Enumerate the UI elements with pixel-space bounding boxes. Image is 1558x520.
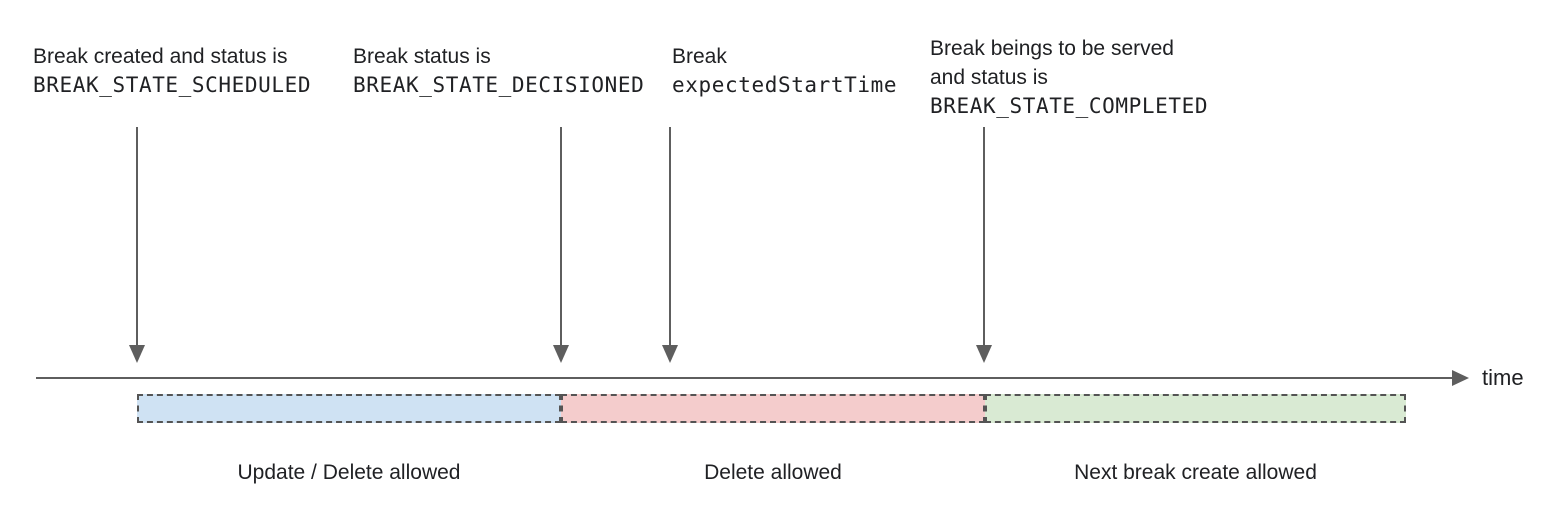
segment-update-delete-allowed [137,394,561,423]
annotation-break-decisioned: Break status is BREAK_STATE_DECISIONED [353,42,644,100]
segment-label-update-delete: Update / Delete allowed [237,461,461,484]
arrow-shaft [983,127,985,346]
arrow-shaft [560,127,562,346]
annotation-break-created: Break created and status is BREAK_STATE_… [33,42,311,100]
event-arrow-expected-start [662,127,678,363]
annotation-code-expected-start-time: expectedStartTime [672,73,898,97]
arrow-down-icon [129,345,145,363]
arrow-down-icon [662,345,678,363]
annotation-text: Break [672,45,727,68]
annotation-code-break-state-completed: BREAK_STATE_COMPLETED [930,94,1209,118]
annotation-text: Break beings to be served [930,37,1174,60]
annotation-code-break-state-scheduled: BREAK_STATE_SCHEDULED [33,73,312,97]
arrow-shaft [136,127,138,346]
event-arrow-completed [976,127,992,363]
annotation-code-break-state-decisioned: BREAK_STATE_DECISIONED [353,73,645,97]
segment-next-break-create-allowed [985,394,1406,423]
arrow-shaft [669,127,671,346]
segment-delete-allowed [561,394,985,423]
arrow-down-icon [976,345,992,363]
segment-label-delete: Delete allowed [704,461,842,484]
event-arrow-decisioned [553,127,569,363]
annotation-text: Break created and status is [33,45,288,68]
event-arrow-scheduled [129,127,145,363]
arrow-down-icon [553,345,569,363]
annotation-expected-start-time: Break expectedStartTime [672,42,897,100]
arrow-right-icon [1452,370,1469,386]
segment-label-next-break: Next break create allowed [1074,461,1317,484]
annotation-break-completed: Break beings to be served and status is … [930,34,1208,121]
annotation-text: Break status is [353,45,491,68]
annotation-text: and status is [930,66,1048,89]
time-axis [36,377,1454,379]
time-axis-label: time [1482,365,1524,390]
